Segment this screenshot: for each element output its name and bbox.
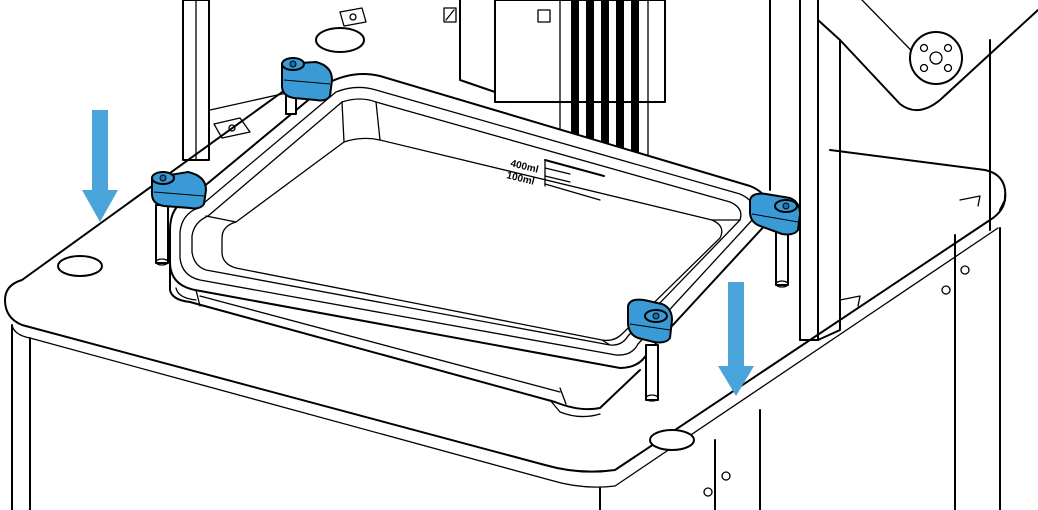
- printer-frame: [182, 0, 1038, 341]
- mount-hole-right: [649, 429, 695, 451]
- down-arrow-icon: [82, 110, 118, 222]
- right-tower: [817, 19, 841, 341]
- center-column-left: [459, 0, 496, 93]
- z-axis-slots: [559, 0, 649, 161]
- mount-hole-left: [57, 255, 103, 277]
- resin-tank: 400ml 100ml: [169, 73, 771, 418]
- gear-hub: [909, 31, 963, 85]
- clamp-bottom: [627, 298, 674, 344]
- base-plate-front-edge: [4, 194, 1007, 473]
- clamp-right: [749, 192, 802, 236]
- clamp-posts: [155, 91, 789, 402]
- base-plate: [4, 89, 1007, 510]
- clamp-top-left: [281, 57, 334, 102]
- down-arrow-icon: [718, 282, 754, 396]
- clamp-left: [151, 170, 208, 210]
- tank-outer-rim: [169, 73, 771, 369]
- center-column: [494, 0, 666, 103]
- tank-front-wall: [169, 261, 641, 411]
- top-knob-disc: [315, 27, 365, 53]
- right-arm: [839, 9, 1038, 111]
